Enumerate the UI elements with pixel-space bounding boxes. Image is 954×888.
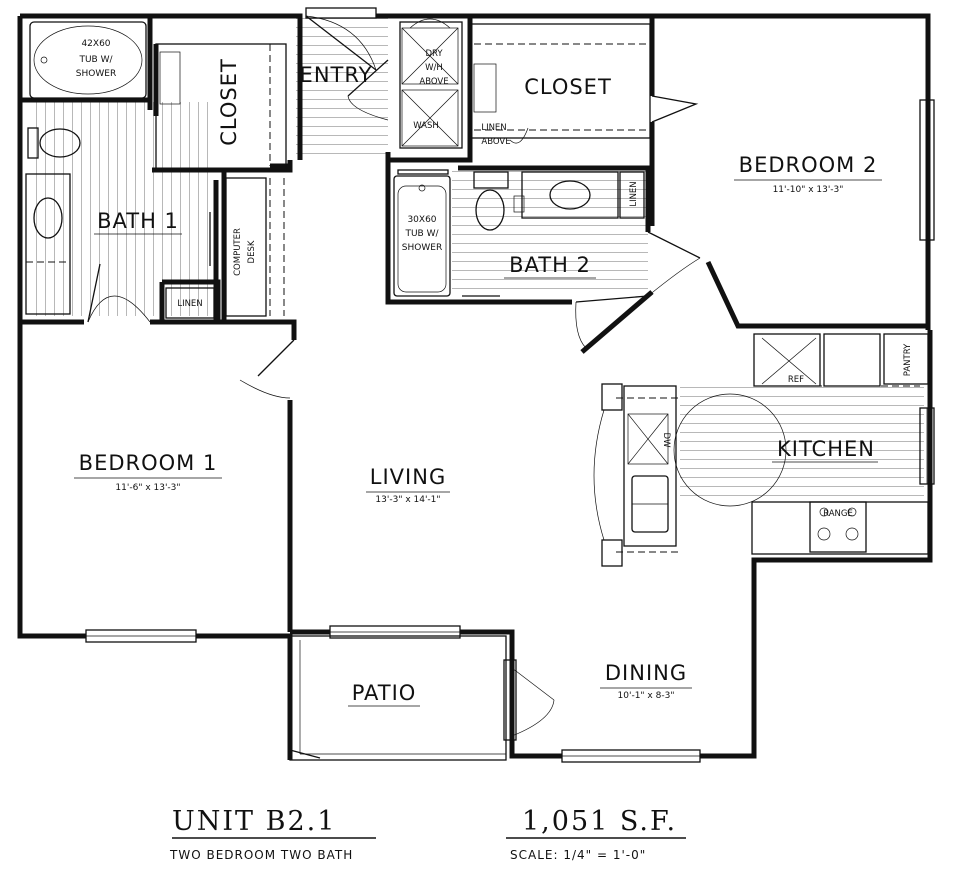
computer-label: COMPUTER xyxy=(233,228,243,276)
dry-above-label: ABOVE xyxy=(419,77,448,87)
dw-label: DW xyxy=(661,433,671,449)
walls xyxy=(17,13,933,760)
tub2-size: 30X60 xyxy=(407,215,436,225)
tub2 xyxy=(393,175,451,297)
bedroom1-dims: 11'-6" x 13'-3" xyxy=(115,483,180,493)
closet2-box xyxy=(469,23,651,139)
tub1-shower: SHOWER xyxy=(76,69,116,79)
ref-label: REF xyxy=(788,375,804,385)
living-dims: 13'-3" x 14'-1" xyxy=(375,495,440,505)
entry-floor xyxy=(296,18,388,158)
closet1-label: CLOSET xyxy=(217,58,241,146)
bath2-floor xyxy=(452,168,648,296)
area-title: 1,051 S.F. xyxy=(522,806,677,837)
tub2-type: TUB W/ xyxy=(404,229,439,239)
patio-area xyxy=(289,635,507,761)
tub1 xyxy=(29,21,147,99)
wh-label: W/H xyxy=(425,63,443,73)
linen2-label: LINEN xyxy=(629,181,639,206)
linen-above-label: LINEN xyxy=(481,123,506,133)
bath1-label: BATH 1 xyxy=(97,209,179,233)
bedroom1-label: BEDROOM 1 xyxy=(79,451,218,475)
entry-label: ENTRY xyxy=(300,63,373,87)
tub1-size: 42X60 xyxy=(81,39,110,49)
washer-dryer-box xyxy=(399,21,463,149)
bath2-label: BATH 2 xyxy=(509,253,591,277)
vanity-bath2 xyxy=(521,171,619,219)
vanity-bath1 xyxy=(25,173,71,315)
kitchen-label: KITCHEN xyxy=(777,437,875,461)
wash-label: WASH xyxy=(413,121,439,131)
scale-note: SCALE: 1/4" = 1'-0" xyxy=(510,848,646,862)
dining-label: DINING xyxy=(605,661,687,685)
toilet-bath1 xyxy=(27,127,81,159)
closet2-label: CLOSET xyxy=(524,75,612,99)
unit-title: UNIT B2.1 xyxy=(172,806,336,837)
desk-label: DESK xyxy=(247,240,257,263)
bedroom2-dims: 11'-10" x 13'-3" xyxy=(773,185,844,195)
pantry-label: PANTRY xyxy=(903,343,913,376)
toilet-bath2 xyxy=(473,171,509,231)
dry-label: DRY xyxy=(425,49,443,59)
living-label: LIVING xyxy=(370,465,446,489)
dining-dims: 10'-1" x 8-3" xyxy=(618,691,675,701)
range-label: RANGE xyxy=(823,509,853,519)
linen-above-label-2: ABOVE xyxy=(481,137,510,147)
patio-label: PATIO xyxy=(352,681,417,705)
tub1-type: TUB W/ xyxy=(78,55,113,65)
bedroom2-label: BEDROOM 2 xyxy=(739,153,878,177)
unit-description: TWO BEDROOM TWO BATH xyxy=(169,848,353,862)
linen1-label: LINEN xyxy=(177,299,202,309)
tub2-shower: SHOWER xyxy=(402,243,442,253)
kitchen-floor xyxy=(680,384,924,502)
